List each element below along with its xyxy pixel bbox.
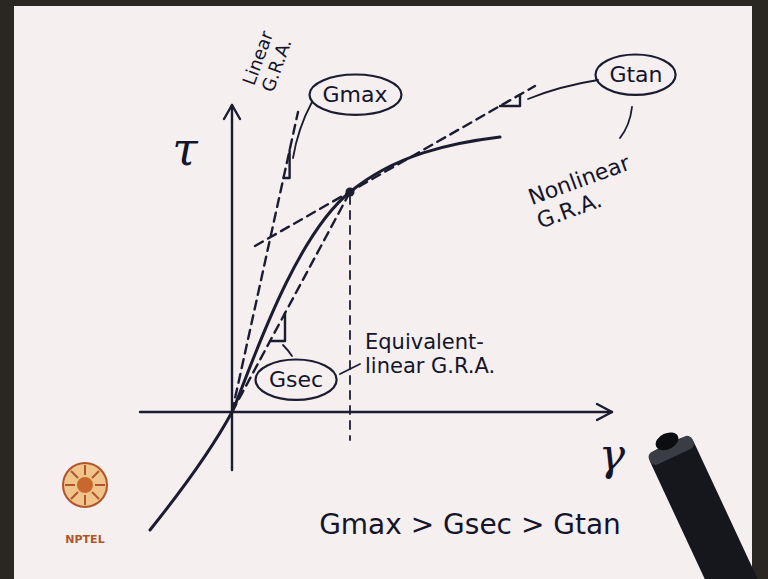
circled-symbol: Gsec <box>254 358 338 401</box>
leader-line <box>340 364 360 374</box>
pen-tip <box>653 429 682 454</box>
axis-arrowhead <box>224 105 240 119</box>
annotation-text: τ <box>172 124 197 176</box>
logo-spoke <box>84 465 86 475</box>
logo-spoke <box>84 495 86 505</box>
point-dot <box>346 188 355 197</box>
leader-line <box>528 80 598 99</box>
logo-ring <box>63 463 107 507</box>
pen-body <box>647 434 762 579</box>
marker-pen <box>642 424 762 579</box>
annotation-text: Nonlinear G.R.A. <box>525 146 655 233</box>
annotation-text: Linear G.R.A. <box>239 15 301 95</box>
slope-triangle <box>500 95 520 106</box>
projection-line <box>349 196 351 440</box>
gtan-line <box>255 86 535 246</box>
axis-arrowhead <box>597 404 612 420</box>
annotation-text: γ <box>599 430 625 479</box>
logo-spoke <box>92 492 99 499</box>
gsec-line <box>232 192 350 412</box>
annotation-text: Gmax > Gsec > Gtan <box>319 509 621 540</box>
symbol-text: Gmax <box>308 73 403 116</box>
leader-line <box>283 345 292 356</box>
leader-line <box>620 107 632 138</box>
leader-line <box>293 102 312 158</box>
logo-spoke <box>71 471 78 478</box>
slope-triangle <box>270 313 285 341</box>
logo-spoke <box>65 484 75 486</box>
annotation-text: Equivalent-linear G.R.A. <box>365 331 505 378</box>
logo-spoke <box>95 484 105 486</box>
logo-spoke <box>92 471 99 478</box>
slope-triangle <box>284 150 290 178</box>
paper <box>14 6 752 579</box>
symbol-text: Gsec <box>254 358 338 401</box>
circled-symbol: Gtan <box>594 53 677 96</box>
gamma-axis <box>140 411 612 413</box>
annotation-text: NPTEL <box>65 534 104 546</box>
logo-core <box>77 477 93 493</box>
logo <box>63 463 107 507</box>
symbol-text: Gtan <box>594 53 677 96</box>
circled-symbol: Gmax <box>308 73 403 116</box>
logo-spoke <box>71 492 78 499</box>
